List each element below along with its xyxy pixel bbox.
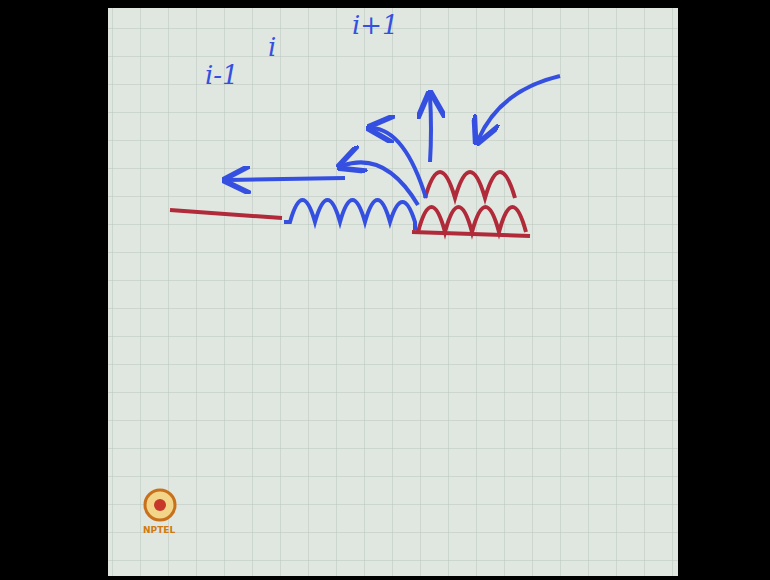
arrow [478, 76, 560, 140]
position-label: i+1 [352, 12, 399, 38]
blue-particles [284, 200, 415, 230]
arrow [372, 128, 426, 198]
position-label: i-1 [205, 62, 239, 88]
arrow [342, 162, 418, 205]
paper [108, 8, 678, 576]
red-line [170, 210, 282, 218]
logo-text: NPTEL [143, 526, 175, 535]
arrow [228, 178, 345, 180]
position-label: i [268, 34, 276, 60]
grid [108, 8, 678, 576]
red-particles [418, 207, 526, 232]
logo-emblem [154, 499, 166, 511]
red-particles [425, 172, 515, 198]
logo-emblem [145, 490, 175, 520]
arrow [430, 96, 431, 162]
